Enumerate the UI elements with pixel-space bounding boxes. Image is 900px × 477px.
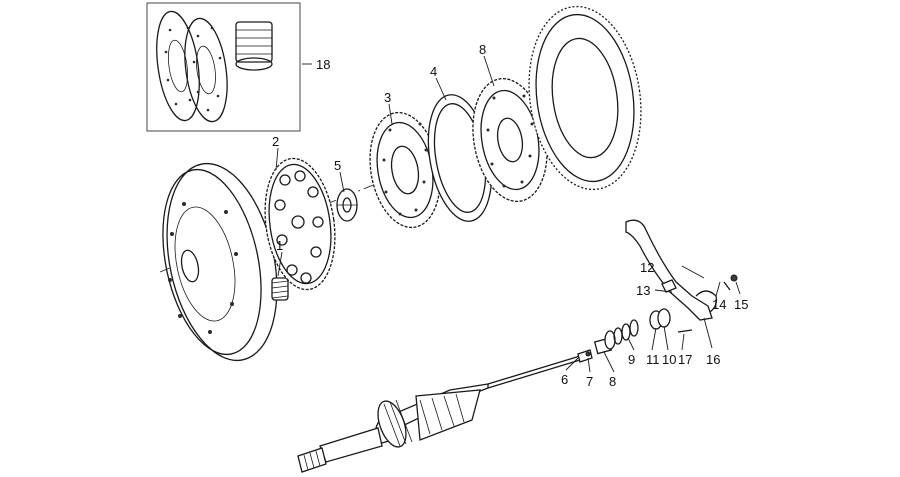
callout-16: 16 <box>706 352 720 367</box>
callout-10: 10 <box>662 352 676 367</box>
callout-14: 14 <box>712 297 726 312</box>
callout-7: 7 <box>586 374 593 389</box>
callout-8-top: 8 <box>479 42 486 57</box>
callout-1: 1 <box>276 238 283 253</box>
flywheel <box>162 162 278 362</box>
leader-lines <box>275 55 741 373</box>
hub-part-5 <box>336 188 358 222</box>
callout-11: 11 <box>646 352 660 367</box>
release-fork <box>625 219 738 321</box>
toothed-plate-part-2 <box>264 157 336 291</box>
ring-gear <box>528 5 642 191</box>
input-shaft <box>297 355 581 473</box>
callout-3: 3 <box>384 90 391 105</box>
callout-13: 13 <box>636 283 650 298</box>
callout-9: 9 <box>628 352 635 367</box>
callout-17: 17 <box>678 352 692 367</box>
callout-labels: 18 2 3 4 8 5 1 12 13 14 15 9 11 10 17 16… <box>272 42 748 389</box>
shaft-small-parts <box>577 308 693 363</box>
callout-8-bottom: 8 <box>609 374 616 389</box>
spring-part-1 <box>271 277 289 301</box>
callout-4: 4 <box>430 64 437 79</box>
callout-15: 15 <box>734 297 748 312</box>
callout-5: 5 <box>334 158 341 173</box>
callout-6: 6 <box>561 372 568 387</box>
callout-12: 12 <box>640 260 654 275</box>
inset-box-part-18 <box>146 2 301 132</box>
callout-2: 2 <box>272 134 279 149</box>
callout-18: 18 <box>316 57 330 72</box>
